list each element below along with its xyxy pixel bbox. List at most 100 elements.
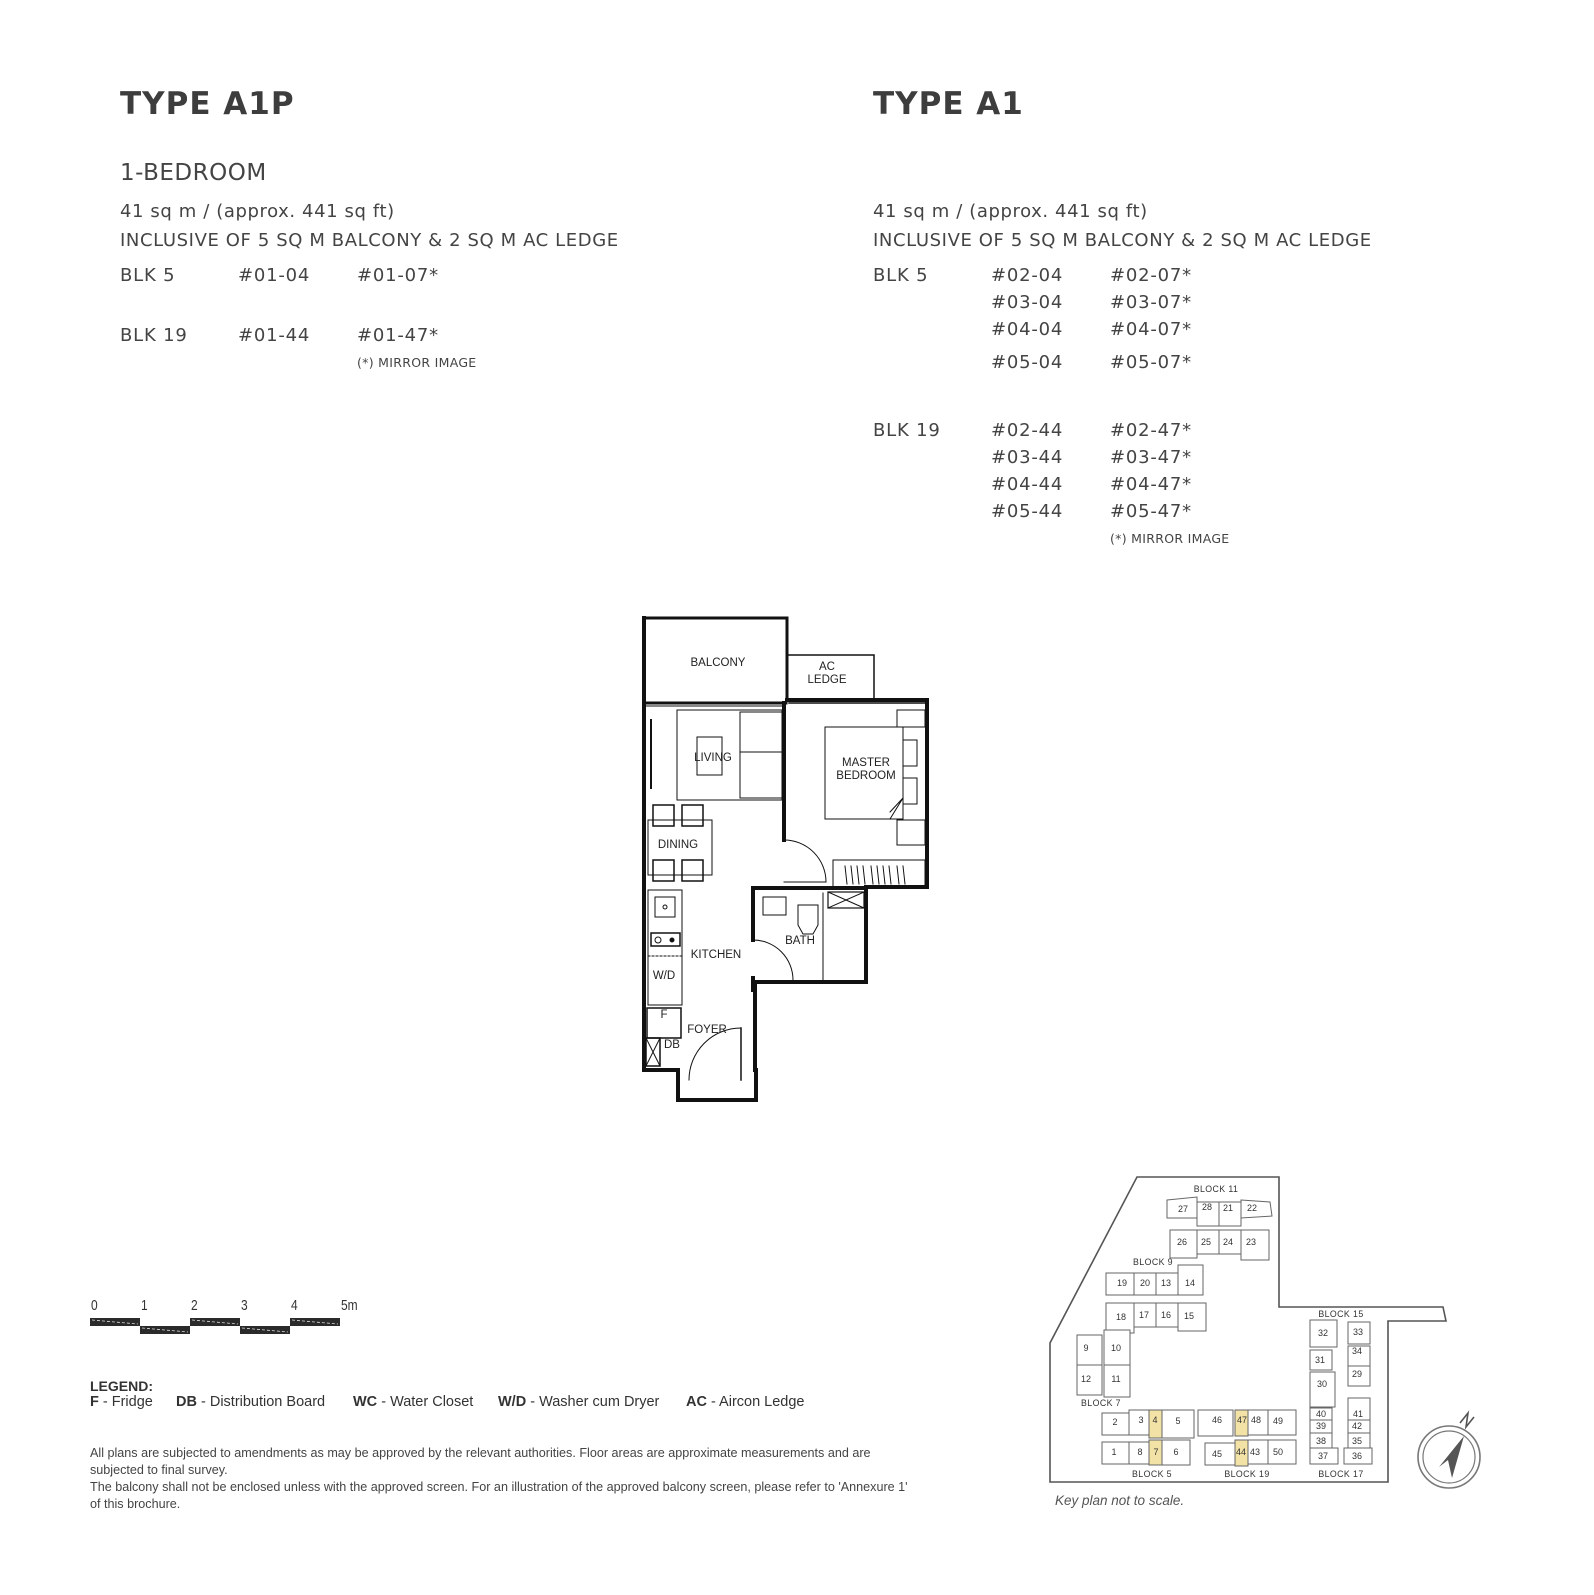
svg-text:37: 37	[1318, 1451, 1328, 1461]
legend-heading: LEGEND:	[90, 1378, 153, 1394]
unit-number-mirror: #03-07*	[1110, 292, 1192, 313]
svg-text:6: 6	[1173, 1447, 1178, 1457]
block-7-label: BLOCK 7	[1081, 1398, 1121, 1408]
scale-label-3: 3	[241, 1297, 248, 1314]
svg-text:7: 7	[1153, 1447, 1158, 1457]
svg-text:2: 2	[1112, 1417, 1117, 1427]
svg-text:26: 26	[1177, 1237, 1187, 1247]
block-5-label: BLOCK 5	[1132, 1469, 1172, 1479]
unit-kind: 1-BEDROOM	[120, 160, 267, 186]
block-17-label: BLOCK 17	[1318, 1469, 1363, 1479]
svg-text:12: 12	[1081, 1374, 1091, 1384]
unit-number-mirror: #05-47*	[1110, 501, 1192, 522]
room-label-wd: W/D	[653, 970, 675, 982]
unit-number: #02-04	[991, 265, 1064, 286]
unit-number: #04-04	[991, 319, 1064, 340]
room-label-bath: BATH	[785, 935, 815, 947]
room-label-ledge: LEDGE	[808, 674, 847, 686]
block-label: BLK 5	[120, 265, 176, 286]
unit-number-mirror: #05-07*	[1110, 352, 1192, 373]
svg-text:16: 16	[1161, 1310, 1171, 1320]
svg-text:19: 19	[1117, 1278, 1127, 1288]
svg-text:39: 39	[1316, 1421, 1326, 1431]
inclusive-spec: INCLUSIVE OF 5 SQ M BALCONY & 2 SQ M AC …	[120, 230, 619, 251]
svg-text:35: 35	[1352, 1436, 1362, 1446]
footer-disclaimer-plans: All plans are subjected to amendments as…	[90, 1446, 871, 1477]
scale-label-0: 0	[91, 1297, 98, 1314]
unit-number-mirror: #02-47*	[1110, 420, 1192, 441]
svg-text:43: 43	[1250, 1447, 1260, 1457]
footer-disclaimer-balcony: The balcony shall not be enclosed unless…	[90, 1480, 908, 1511]
svg-text:40: 40	[1316, 1409, 1326, 1419]
mirror-note: (*) MIRROR IMAGE	[1110, 531, 1230, 546]
svg-text:8: 8	[1137, 1447, 1142, 1457]
svg-text:36: 36	[1352, 1451, 1362, 1461]
scale-bar	[90, 1318, 340, 1334]
room-label-db: DB	[664, 1039, 680, 1051]
svg-text:34: 34	[1352, 1346, 1362, 1356]
svg-text:48: 48	[1251, 1415, 1261, 1425]
svg-text:46: 46	[1212, 1415, 1222, 1425]
legend-item-wc: WC - Water Closet	[353, 1394, 474, 1410]
unit-number: #04-44	[991, 474, 1064, 495]
unit-number-mirror: #01-47*	[357, 325, 439, 346]
unit-number: #02-44	[991, 420, 1064, 441]
unit-number-mirror: #01-07*	[357, 265, 439, 286]
room-label-fridge: F	[660, 1009, 667, 1021]
svg-text:31: 31	[1315, 1355, 1325, 1365]
svg-text:11: 11	[1111, 1374, 1120, 1384]
svg-text:15: 15	[1184, 1311, 1194, 1321]
svg-text:22: 22	[1247, 1203, 1257, 1213]
svg-text:38: 38	[1316, 1436, 1326, 1446]
scale-label-1: 1	[141, 1297, 148, 1314]
block-11-label: BLOCK 11	[1194, 1184, 1239, 1194]
svg-text:32: 32	[1318, 1328, 1328, 1338]
svg-text:3: 3	[1138, 1415, 1143, 1425]
svg-text:14: 14	[1185, 1278, 1195, 1288]
north-compass-icon	[1417, 1410, 1481, 1489]
unit-number: #01-44	[238, 325, 311, 346]
svg-text:25: 25	[1201, 1237, 1211, 1247]
room-label-dining: DINING	[658, 839, 698, 851]
block-label: BLK 5	[873, 265, 929, 286]
svg-text:5: 5	[1175, 1416, 1180, 1426]
svg-text:42: 42	[1352, 1421, 1362, 1431]
svg-text:13: 13	[1161, 1278, 1171, 1288]
svg-text:49: 49	[1273, 1416, 1283, 1426]
type-a1p-title: TYPE A1P	[120, 86, 295, 122]
room-label-master: MASTER	[842, 757, 890, 769]
unit-number: #05-04	[991, 352, 1064, 373]
legend-item-db: DB - Distribution Board	[176, 1394, 326, 1410]
svg-text:21: 21	[1223, 1203, 1233, 1213]
legend-item-fridge: F - Fridge	[90, 1394, 153, 1410]
room-label-kitchen: KITCHEN	[691, 949, 741, 961]
room-label-balcony: BALCONY	[691, 657, 746, 669]
svg-text:20: 20	[1140, 1278, 1150, 1288]
unit-number: #03-04	[991, 292, 1064, 313]
room-label-bedroom: BEDROOM	[836, 770, 895, 782]
scale-label-5m: 5m	[341, 1297, 358, 1314]
block-label: BLK 19	[873, 420, 941, 441]
svg-text:4: 4	[1152, 1415, 1157, 1425]
svg-text:1: 1	[1111, 1447, 1116, 1457]
block-19-label: BLOCK 19	[1224, 1469, 1269, 1479]
unit-number-mirror: #04-47*	[1110, 474, 1192, 495]
area-spec: 41 sq m / (approx. 441 sq ft)	[873, 201, 1148, 222]
mirror-note: (*) MIRROR IMAGE	[357, 355, 477, 370]
room-label-ac: AC	[819, 661, 835, 673]
svg-text:33: 33	[1353, 1327, 1363, 1337]
unit-number-mirror: #02-07*	[1110, 265, 1192, 286]
unit-number-mirror: #03-47*	[1110, 447, 1192, 468]
scale-label-4: 4	[291, 1297, 298, 1314]
svg-text:28: 28	[1202, 1202, 1212, 1212]
area-spec: 41 sq m / (approx. 441 sq ft)	[120, 201, 395, 222]
room-label-living: LIVING	[694, 752, 732, 764]
room-label-foyer: FOYER	[687, 1024, 727, 1036]
key-plan-caption: Key plan not to scale.	[1055, 1493, 1185, 1508]
unit-number: #05-44	[991, 501, 1064, 522]
unit-number: #01-04	[238, 265, 311, 286]
block-9-label: BLOCK 9	[1133, 1257, 1173, 1267]
scale-label-2: 2	[191, 1297, 198, 1314]
unit-number-mirror: #04-07*	[1110, 319, 1192, 340]
